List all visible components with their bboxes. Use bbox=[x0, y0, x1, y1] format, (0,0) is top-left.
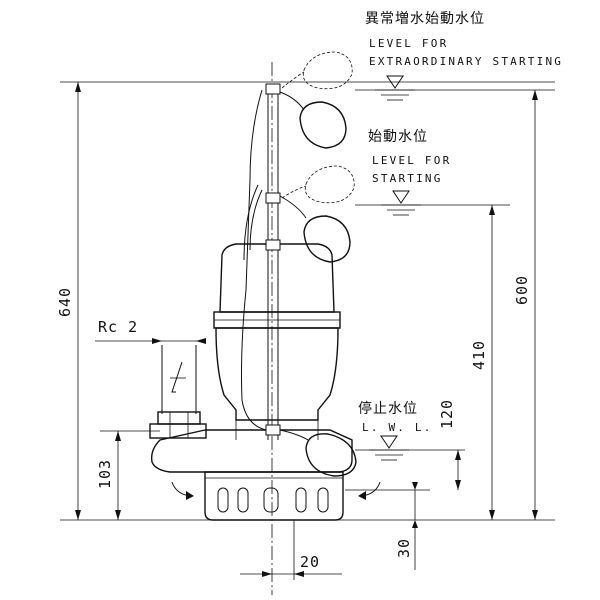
dimension-640: 640 bbox=[56, 82, 81, 520]
strainer-slot bbox=[237, 487, 249, 513]
float-starting-raised bbox=[281, 165, 355, 204]
label-stop-level: 停止水位 L. W. L. bbox=[358, 400, 433, 434]
dim-640-label: 640 bbox=[56, 287, 74, 317]
motor-housing-bottom bbox=[215, 327, 339, 421]
discharge-pipe bbox=[149, 345, 207, 439]
dim-20-label: 20 bbox=[300, 553, 320, 571]
level-symbol-stop bbox=[369, 435, 409, 461]
pipe-break-mark bbox=[171, 361, 183, 393]
motor-housing-top bbox=[219, 243, 335, 313]
float-cables bbox=[241, 89, 309, 441]
strainer-slot bbox=[263, 487, 279, 513]
extraordinary-level-en-2: EXTRAORDINARY STARTING bbox=[369, 55, 563, 68]
strainer-slot bbox=[317, 487, 329, 513]
label-extraordinary-level: 異常増水始動水位 LEVEL FOR EXTRAORDINARY STARTIN… bbox=[365, 11, 563, 68]
stop-level-en: L. W. L. bbox=[362, 421, 433, 434]
float-extraordinary bbox=[299, 101, 347, 149]
starting-level-en-1: LEVEL FOR bbox=[372, 154, 451, 167]
extraordinary-level-en-1: LEVEL FOR bbox=[369, 37, 448, 50]
level-symbol-extraordinary bbox=[375, 75, 415, 101]
dim-120-label: 120 bbox=[438, 399, 456, 429]
dimension-120: 120 bbox=[438, 399, 461, 490]
dimension-410: 410 bbox=[470, 205, 495, 520]
extraordinary-level-jp: 異常増水始動水位 bbox=[365, 11, 485, 27]
rod-clamp bbox=[265, 239, 281, 251]
pump-body bbox=[150, 243, 381, 521]
float-extraordinary-raised bbox=[281, 51, 353, 90]
label-starting-level: 始動水位 LEVEL FOR STARTING bbox=[368, 129, 451, 185]
float-rod bbox=[265, 83, 281, 440]
pipe-coupling-upper bbox=[157, 411, 201, 425]
float-stop bbox=[305, 433, 357, 477]
rod-clamp bbox=[265, 424, 281, 436]
pipe-thread-label: Rc 2 bbox=[98, 318, 138, 336]
strainer-slot bbox=[217, 487, 229, 513]
dimension-600: 600 bbox=[513, 90, 538, 520]
level-symbol-starting bbox=[381, 190, 421, 216]
rod-clamp bbox=[265, 192, 281, 204]
dimension-20: 20 bbox=[240, 520, 342, 580]
dimension-103: 103 bbox=[96, 430, 160, 520]
starting-level-jp: 始動水位 bbox=[368, 129, 428, 145]
dim-103-label: 103 bbox=[96, 459, 114, 489]
dimension-30: 30 bbox=[395, 482, 418, 570]
strainer-base bbox=[204, 471, 344, 521]
starting-level-en-2: STARTING bbox=[372, 172, 443, 185]
dim-600-label: 600 bbox=[513, 275, 531, 305]
strainer-slot bbox=[295, 487, 307, 513]
rod-clamp bbox=[265, 83, 281, 95]
dim-30-label: 30 bbox=[395, 538, 413, 558]
pump-casing bbox=[150, 429, 353, 473]
float-starting bbox=[303, 215, 351, 263]
pipe-thread-callout: Rc 2 bbox=[95, 318, 206, 344]
stop-level-jp: 停止水位 bbox=[358, 400, 418, 417]
dim-410-label: 410 bbox=[470, 340, 488, 370]
